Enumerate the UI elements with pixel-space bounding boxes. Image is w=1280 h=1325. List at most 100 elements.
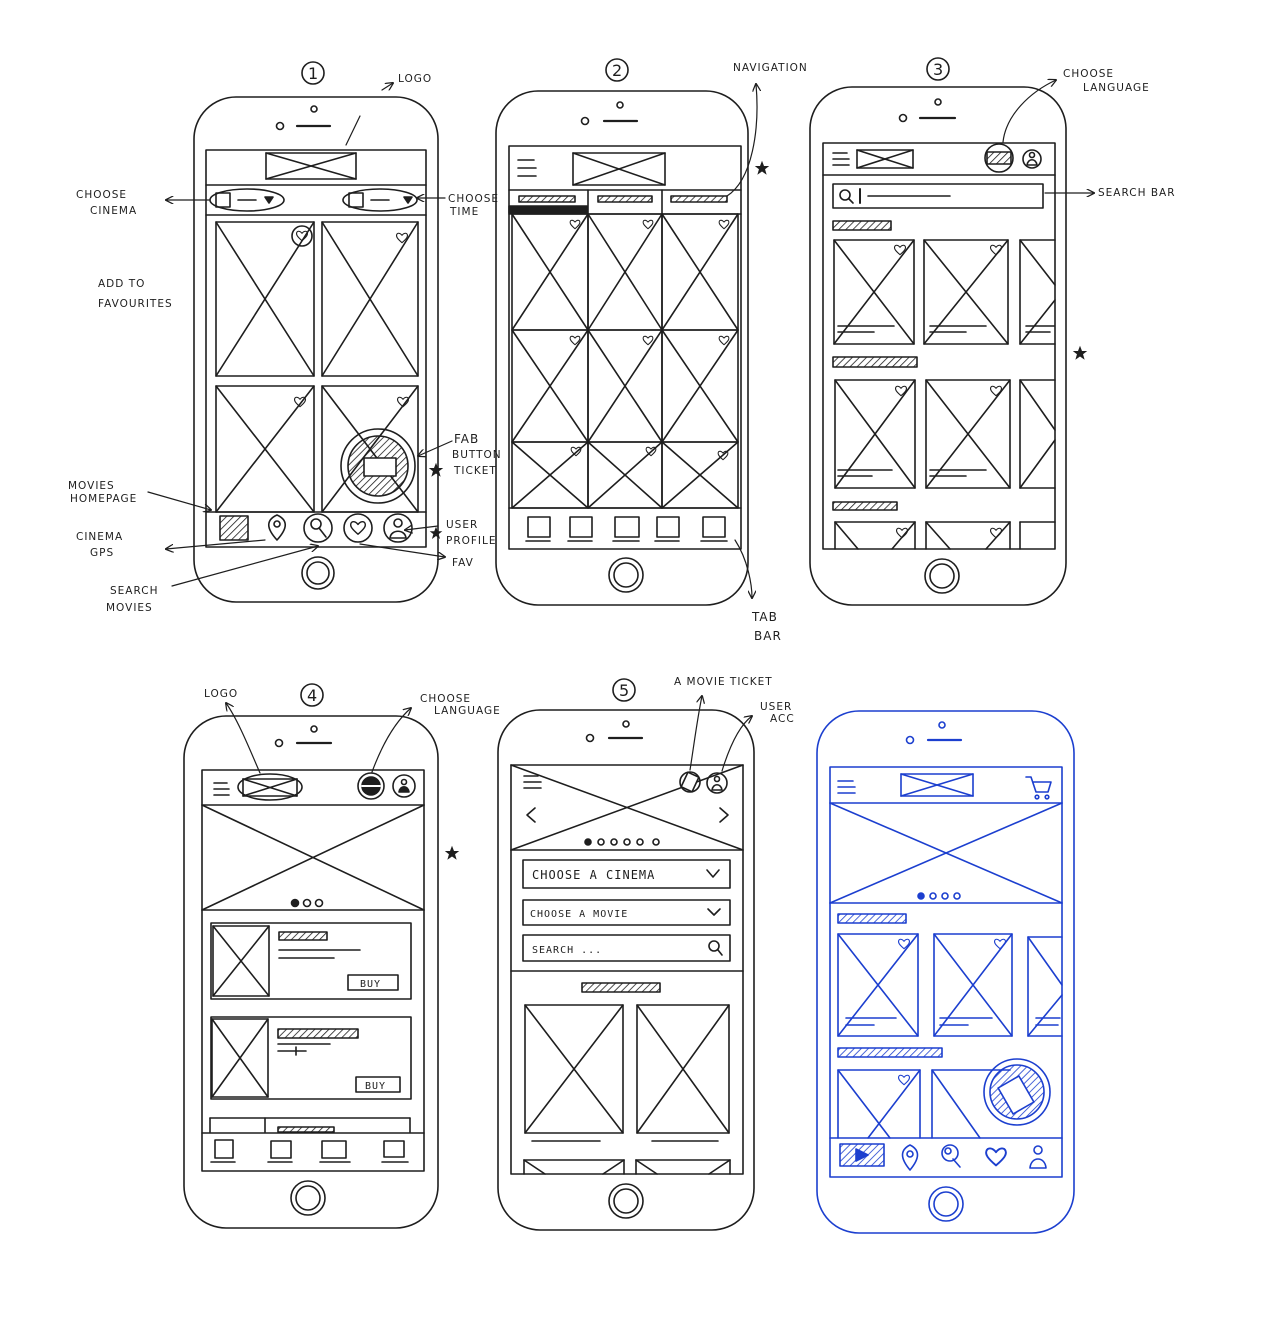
choose-movie-select[interactable]: CHOOSE A MOVIE <box>522 899 731 926</box>
tab-icon[interactable] <box>527 516 551 538</box>
heart-icon[interactable] <box>343 513 373 543</box>
hamburger-icon[interactable] <box>213 782 230 796</box>
cart-icon[interactable] <box>1025 776 1052 800</box>
hero-banner <box>201 804 425 911</box>
heart-icon[interactable] <box>897 1074 911 1086</box>
home-button[interactable] <box>290 1180 326 1216</box>
hamburger-icon[interactable] <box>832 152 850 166</box>
carousel-next-icon[interactable] <box>719 807 729 823</box>
location-pin-icon[interactable] <box>267 514 287 541</box>
tab-icon[interactable] <box>569 516 593 538</box>
annotation-add-to-favourites: ADD TO <box>98 278 145 290</box>
section-title <box>837 913 907 924</box>
nav-tab[interactable] <box>597 195 653 203</box>
annotation-fab: TICKET <box>453 465 497 477</box>
buy-button-label: BUY <box>365 1081 386 1092</box>
annotation-tab-bar: BAR <box>754 629 782 643</box>
heart-icon[interactable] <box>642 219 654 230</box>
fab-ticket-button[interactable] <box>983 1058 1051 1126</box>
search-bar[interactable] <box>832 183 1044 209</box>
phone-frame <box>193 96 439 603</box>
search-icon[interactable] <box>303 513 333 543</box>
annotation-cinema-gps: GPS <box>90 547 114 559</box>
carousel-dots[interactable] <box>917 892 961 900</box>
home-button[interactable] <box>608 557 644 593</box>
logo-placeholder <box>242 778 298 797</box>
home-button[interactable] <box>608 1183 644 1219</box>
search-input[interactable]: SEARCH ... <box>522 934 731 962</box>
user-icon[interactable] <box>383 513 413 543</box>
heart-icon[interactable] <box>718 335 730 346</box>
sketch-number: 1 <box>308 64 318 83</box>
ticket-icon[interactable] <box>679 771 701 793</box>
annotation-add-to-favourites: FAVOURITES <box>98 298 173 310</box>
heart-icon[interactable] <box>642 335 654 346</box>
section-title <box>832 501 898 511</box>
search-icon[interactable] <box>708 940 720 952</box>
user-icon[interactable] <box>706 772 728 794</box>
choose-cinema-dropdown[interactable] <box>209 188 285 212</box>
home-button[interactable] <box>924 558 960 594</box>
annotation-choose-language: CHOOSE <box>1063 68 1114 80</box>
user-icon[interactable] <box>1022 149 1042 169</box>
poster-grid <box>215 221 419 513</box>
annotation-movies-homepage: MOVIES <box>68 480 115 492</box>
annotation-navigation: NAVIGATION <box>733 62 808 74</box>
buy-button[interactable] <box>347 974 399 991</box>
carousel-dots[interactable] <box>290 898 324 908</box>
phone-frame <box>495 90 749 606</box>
user-icon[interactable] <box>392 774 416 798</box>
hero-banner <box>829 802 1063 904</box>
language-icon[interactable] <box>357 772 385 800</box>
annotation-user-profile: PROFILE <box>446 535 497 547</box>
home-button[interactable] <box>928 1186 964 1222</box>
tab-icon[interactable] <box>321 1140 347 1159</box>
nav-tab[interactable] <box>518 195 576 203</box>
poster-row <box>834 379 1056 489</box>
home-button[interactable] <box>301 556 335 590</box>
nav-tab[interactable] <box>670 195 728 203</box>
annotation-choose-language: LANGUAGE <box>434 705 501 717</box>
tab-icon[interactable] <box>614 516 640 538</box>
logo-placeholder <box>856 149 914 169</box>
tab-bar <box>210 1139 409 1163</box>
language-icon[interactable] <box>984 143 1014 173</box>
hamburger-icon[interactable] <box>517 159 537 177</box>
tab-icon[interactable] <box>656 516 680 538</box>
tab-icon[interactable] <box>214 1139 234 1159</box>
annotation-choose-cinema: CINEMA <box>90 205 137 217</box>
buy-button[interactable] <box>355 1076 401 1093</box>
search-icon[interactable] <box>941 1144 961 1168</box>
section-title <box>837 1047 943 1058</box>
annotation-movies-homepage: HOMEPAGE <box>70 493 137 505</box>
sketch-number: 2 <box>612 61 622 80</box>
tab-icon[interactable] <box>383 1140 405 1158</box>
tab-icon[interactable] <box>270 1140 292 1159</box>
user-icon[interactable] <box>1029 1145 1047 1169</box>
choose-time-dropdown[interactable] <box>342 188 418 212</box>
heart-icon[interactable] <box>985 1147 1007 1167</box>
star-icon <box>429 526 443 540</box>
annotation-fab: FAB <box>454 432 479 446</box>
hamburger-icon[interactable] <box>523 775 542 789</box>
hamburger-icon[interactable] <box>837 780 856 794</box>
annotation-search-movies: MOVIES <box>106 602 153 614</box>
carousel-prev-icon[interactable] <box>526 807 536 823</box>
annotation-choose-time: TIME <box>449 206 479 218</box>
tab-icon[interactable] <box>702 516 726 538</box>
chevron-down-icon[interactable] <box>707 908 721 916</box>
logo-placeholder <box>265 152 357 180</box>
sketch-number: 4 <box>307 686 317 705</box>
choose-cinema-select[interactable]: CHOOSE A CINEMA <box>522 859 731 889</box>
annotation-choose-cinema: CHOOSE <box>76 189 127 201</box>
movies-tab-icon[interactable] <box>219 515 249 541</box>
annotation-logo: LOGO <box>204 688 238 700</box>
fab-ticket-button[interactable] <box>340 428 416 504</box>
movie-card[interactable]: BUY <box>210 922 412 1000</box>
location-pin-icon[interactable] <box>901 1144 919 1171</box>
screen <box>822 142 1056 550</box>
heart-icon[interactable] <box>718 219 730 230</box>
movie-card[interactable]: BUY <box>210 1016 412 1100</box>
chevron-down-icon[interactable] <box>706 869 720 878</box>
carousel-dots[interactable] <box>584 838 660 846</box>
